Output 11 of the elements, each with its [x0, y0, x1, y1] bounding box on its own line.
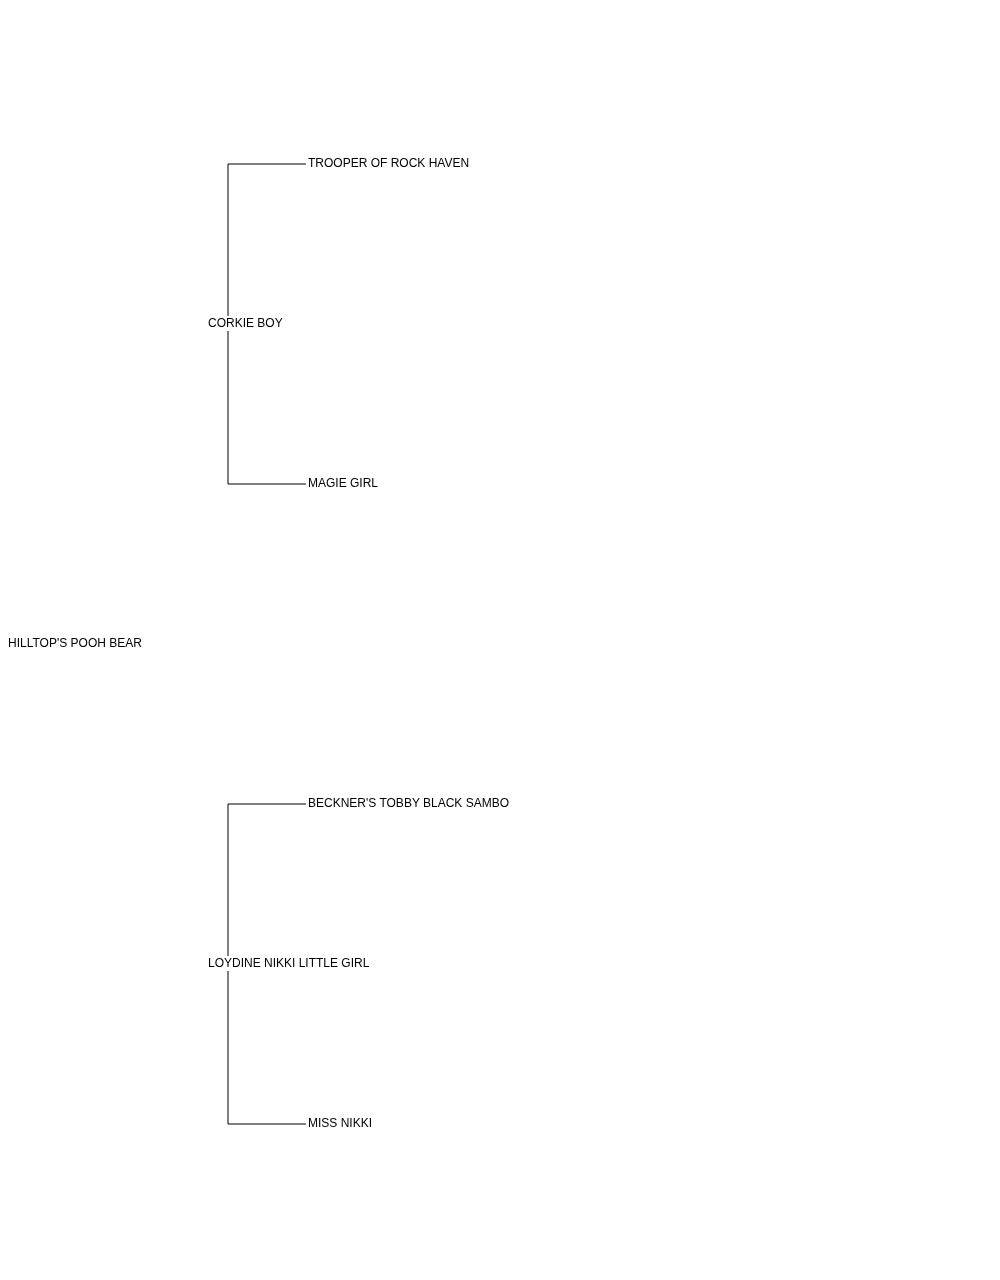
name-label: MAGIE GIRL [306, 476, 380, 491]
name-label: CORKIE BOY [206, 316, 285, 331]
connector-line [227, 803, 307, 957]
name-label: BECKNER'S TOBBY BLACK SAMBO [306, 796, 512, 811]
connector-line [227, 163, 307, 317]
connector-line [227, 330, 307, 485]
name-label: MISS NIKKI [306, 1116, 374, 1131]
connector-line [227, 970, 307, 1125]
name-label: LOYDINE NIKKI LITTLE GIRL [206, 956, 372, 971]
name-label: HILLTOP'S POOH BEAR [6, 636, 144, 651]
name-label: TROOPER OF ROCK HAVEN [306, 156, 472, 171]
